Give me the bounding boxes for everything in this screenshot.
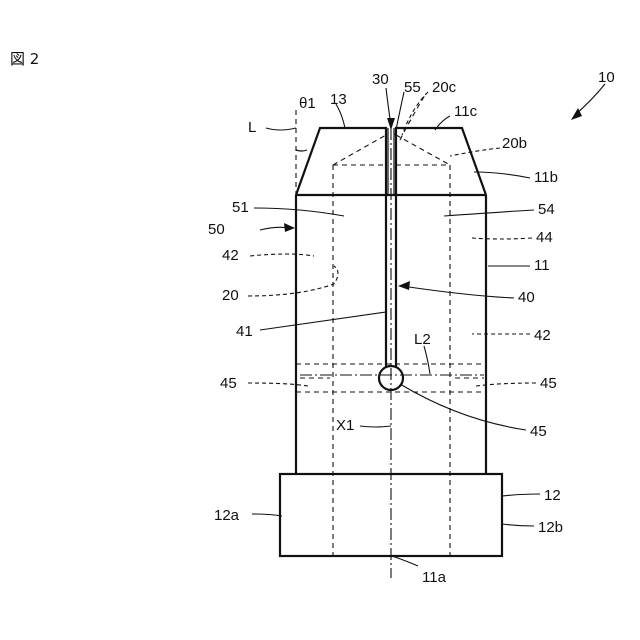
leader-42a (250, 254, 314, 256)
label-theta1: θ1 (299, 95, 316, 112)
label-X1: X1 (336, 417, 354, 434)
label-51: 51 (232, 199, 249, 216)
chamfer-20c (400, 95, 425, 140)
label-11: 11 (534, 257, 550, 274)
label-42b: 42 (534, 327, 551, 344)
arrow-50 (284, 223, 295, 232)
label-13: 13 (330, 91, 347, 108)
label-45a: 45 (220, 375, 237, 392)
label-45c: 45 (530, 423, 547, 440)
label-11c: 11c (454, 103, 478, 120)
leader-44 (472, 238, 532, 239)
leader-11b (474, 172, 530, 178)
label-20c: 20c (432, 79, 457, 96)
leader-L2 (424, 346, 430, 374)
label-30: 30 (372, 71, 389, 88)
label-41: 41 (236, 323, 253, 340)
label-12b: 12b (538, 519, 563, 536)
label-10: 10 (598, 69, 615, 86)
label-45b: 45 (540, 375, 557, 392)
leader-20 (248, 266, 338, 296)
angle-theta1-arc (296, 150, 307, 151)
leader-12 (502, 494, 540, 496)
label-50: 50 (208, 221, 225, 238)
leader-11a (392, 556, 418, 566)
leader-L (266, 128, 296, 130)
label-12: 12 (544, 487, 561, 504)
label-12a: 12a (214, 507, 240, 524)
leader-12b (502, 524, 534, 526)
label-44: 44 (536, 229, 553, 246)
label-40: 40 (518, 289, 535, 306)
leader-20b (450, 148, 500, 156)
leader-12a (252, 514, 282, 516)
label-20b: 20b (502, 135, 527, 152)
label-55: 55 (404, 79, 421, 96)
leader-40 (402, 286, 514, 298)
arrow-40 (398, 281, 410, 290)
leader-51 (254, 208, 344, 216)
leader-41 (260, 312, 386, 330)
label-L2: L2 (414, 331, 431, 348)
label-54: 54 (538, 201, 555, 218)
leader-45a (248, 383, 308, 386)
label-L: L (248, 119, 256, 136)
label-42a: 42 (222, 247, 239, 264)
label-11b: 11b (534, 169, 558, 186)
label-20: 20 (222, 287, 239, 304)
leader-45c (400, 384, 526, 430)
figure-title: 図 2 (10, 50, 39, 68)
leader-X1 (360, 426, 391, 427)
label-11a: 11a (422, 569, 447, 586)
leader-54 (444, 210, 534, 216)
